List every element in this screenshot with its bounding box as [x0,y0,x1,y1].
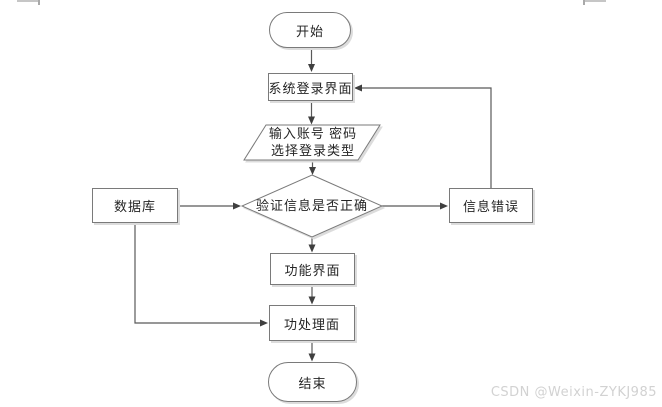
edge-handle-end [308,341,316,362]
arrowhead-down-icon [308,244,316,253]
node-start: 开始 [269,12,351,48]
node-verify-label: 验证信息是否正确 [255,197,368,213]
arrowhead-down-icon [308,64,315,72]
edge-verify-error [382,202,448,210]
top-left-border-tick [38,0,40,5]
node-input-line1: 输入账号 密码 [268,126,358,142]
node-start-label: 开始 [295,23,324,39]
node-info-error: 信息错误 [449,188,533,223]
arrowhead-down-icon [308,296,316,305]
arrowhead-right-icon [440,202,448,210]
top-left-border-artifact [17,0,40,2]
node-login-screen: 系统登录界面 [268,73,353,101]
node-input-label: 输入账号 密码 选择登录类型 [246,125,380,160]
edge-database-handle [134,223,268,327]
arrowhead-down-icon [309,167,316,175]
top-right-border-tick [583,0,585,5]
node-function-screen: 功能界面 [270,253,355,285]
node-error-label: 信息错误 [462,199,519,214]
arrowhead-down-icon [308,353,316,362]
node-database: 数据库 [92,188,178,223]
node-handle-screen: 功处理面 [269,305,355,341]
top-right-border-artifact [584,0,606,2]
edge-verify-function [308,237,316,253]
arrowhead-left-icon [354,84,362,92]
node-handle-label: 功处理面 [283,316,340,332]
edge-input-verify [309,160,316,175]
edge-error-login [354,84,492,188]
node-end: 结束 [268,362,357,402]
node-end-label: 结束 [298,375,327,391]
node-input-parallelogram [243,124,381,161]
node-verify-diamond [240,174,384,238]
arrowhead-right-icon [260,319,268,327]
arrowhead-down-icon [308,116,315,125]
csdn-watermark: CSDN @Weixin-ZYKJ985 [490,385,657,400]
node-database-label: 数据库 [113,199,156,214]
node-input-line2: 选择登录类型 [270,142,355,158]
edge-database-verify [178,202,241,210]
edge-login-input [308,101,315,125]
node-login-label: 系统登录界面 [268,80,353,96]
arrowhead-right-icon [233,202,241,210]
edge-function-handle [308,285,316,305]
edge-start-login [308,48,315,72]
node-function-label: 功能界面 [284,262,341,278]
